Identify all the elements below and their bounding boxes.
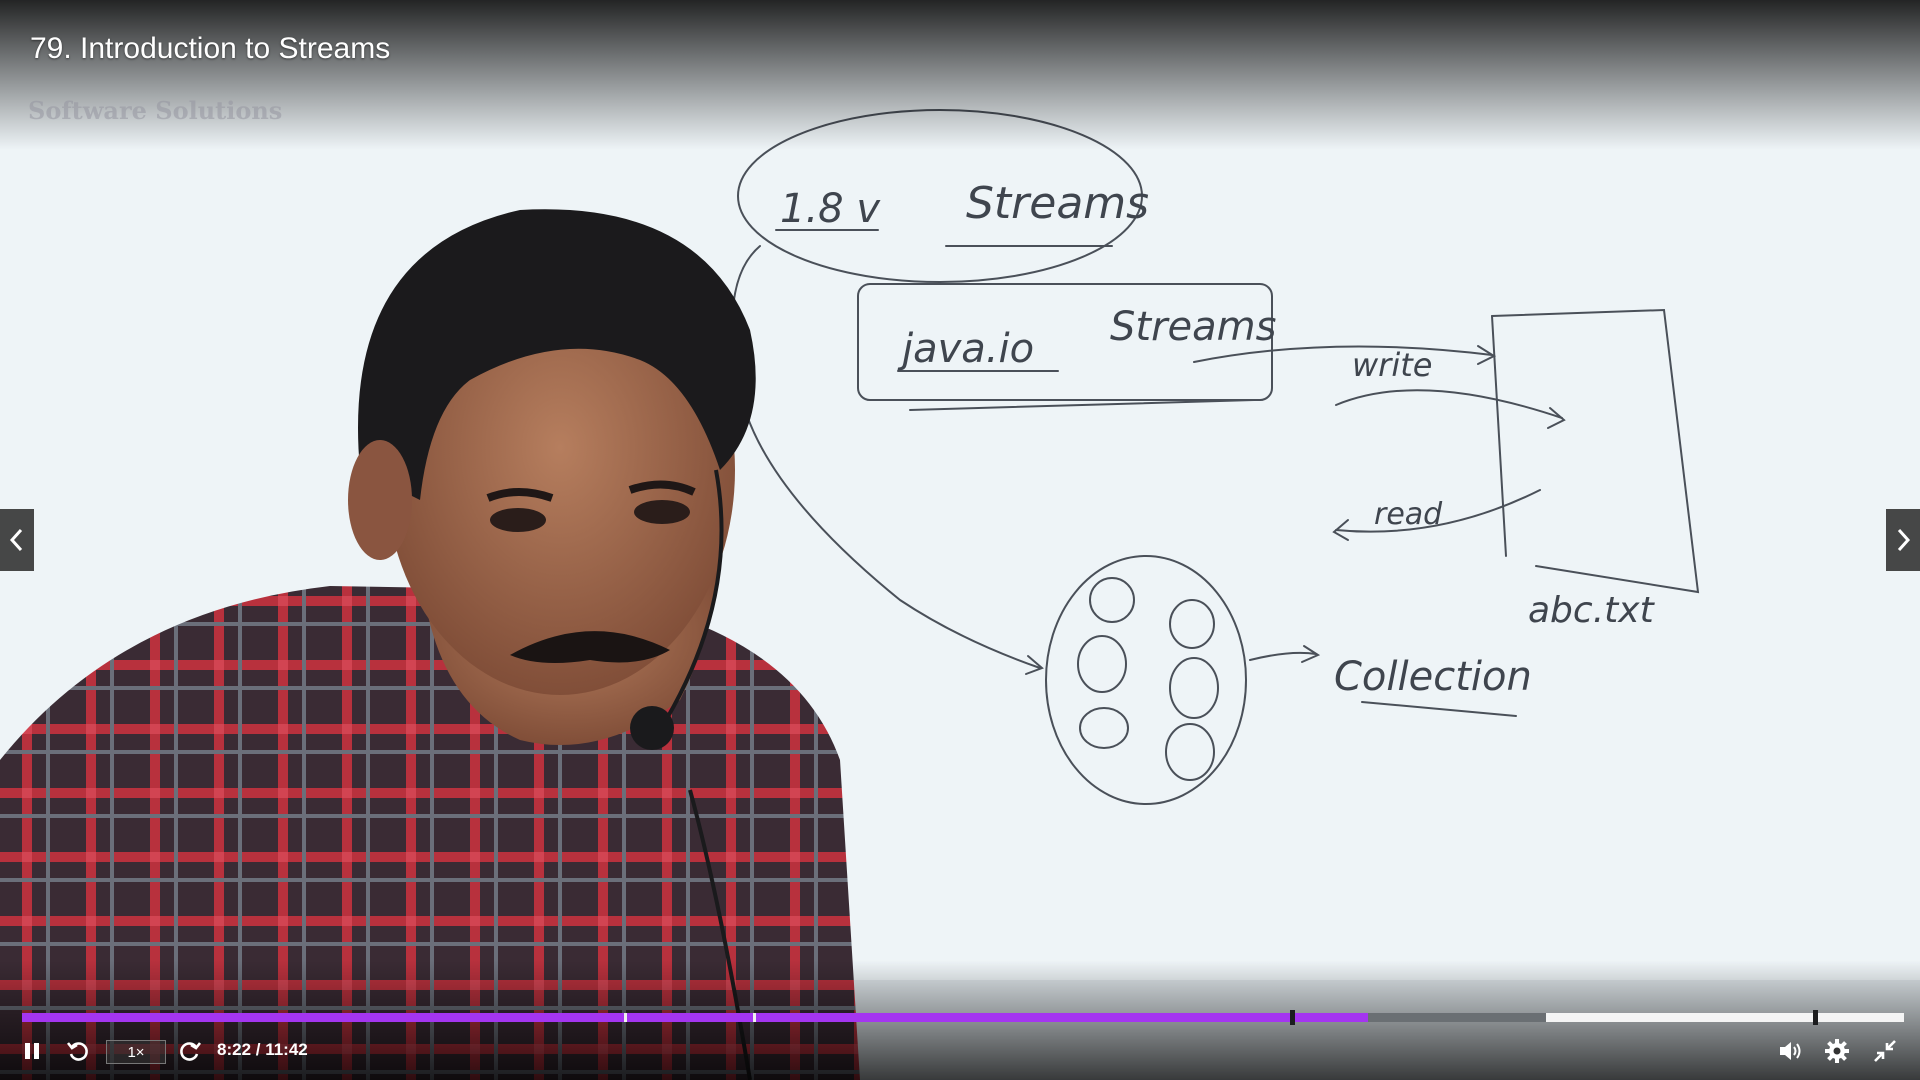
- forward-icon: [180, 1042, 202, 1061]
- time-display: 8:22 / 11:42: [217, 1040, 308, 1059]
- watermark-logo: Software Solutions: [28, 96, 283, 125]
- write-arrow: [1193, 345, 1493, 363]
- label-java-io: java.io: [897, 326, 1034, 372]
- top-overlay: [0, 0, 1920, 150]
- label-file: abc.txt: [1528, 590, 1656, 631]
- progress-played: [22, 1013, 1368, 1022]
- settings-button[interactable]: [1824, 1033, 1854, 1069]
- chevron-right-icon: [1897, 528, 1911, 552]
- exit-fullscreen-button[interactable]: [1872, 1033, 1902, 1069]
- rewind-icon: [66, 1042, 88, 1061]
- previous-lecture-button[interactable]: [0, 509, 34, 571]
- collection-ellipse: [1045, 555, 1247, 805]
- pause-button[interactable]: [22, 1033, 48, 1069]
- label-1-8v: 1.8 v: [780, 186, 881, 232]
- label-collection: Collection: [1334, 654, 1532, 700]
- next-lecture-button[interactable]: [1886, 509, 1920, 571]
- label-streams-box: Streams: [1110, 304, 1276, 350]
- forward-button[interactable]: [178, 1033, 206, 1069]
- exit-fullscreen-icon: [1874, 1040, 1896, 1062]
- chevron-left-icon: [9, 528, 23, 552]
- presenter: [0, 209, 860, 1080]
- pause-icon: [25, 1043, 39, 1059]
- volume-button[interactable]: [1778, 1033, 1808, 1069]
- label-write: write: [1352, 346, 1432, 384]
- bookmark-marker[interactable]: [1290, 1010, 1295, 1025]
- chapter-divider: [624, 1013, 627, 1022]
- lecture-title: 79. Introduction to Streams: [30, 32, 391, 65]
- file-box: [1491, 308, 1700, 594]
- progress-bar[interactable]: [22, 1010, 1904, 1025]
- rewind-button[interactable]: [66, 1033, 94, 1069]
- java-io-box: [857, 283, 1273, 401]
- playback-speed-button[interactable]: 1×: [106, 1040, 166, 1064]
- whiteboard-drawing: [731, 109, 1700, 805]
- label-read: read: [1374, 497, 1443, 532]
- volume-icon: [1780, 1042, 1801, 1060]
- bookmark-marker[interactable]: [1813, 1010, 1818, 1025]
- whiteboard-labels: 1.8 v Streams java.io Streams write read…: [780, 178, 1656, 700]
- chapter-divider: [753, 1013, 756, 1022]
- read-arrow: [1335, 489, 1541, 533]
- gear-icon: [1825, 1039, 1849, 1063]
- label-streams-top: Streams: [966, 178, 1149, 229]
